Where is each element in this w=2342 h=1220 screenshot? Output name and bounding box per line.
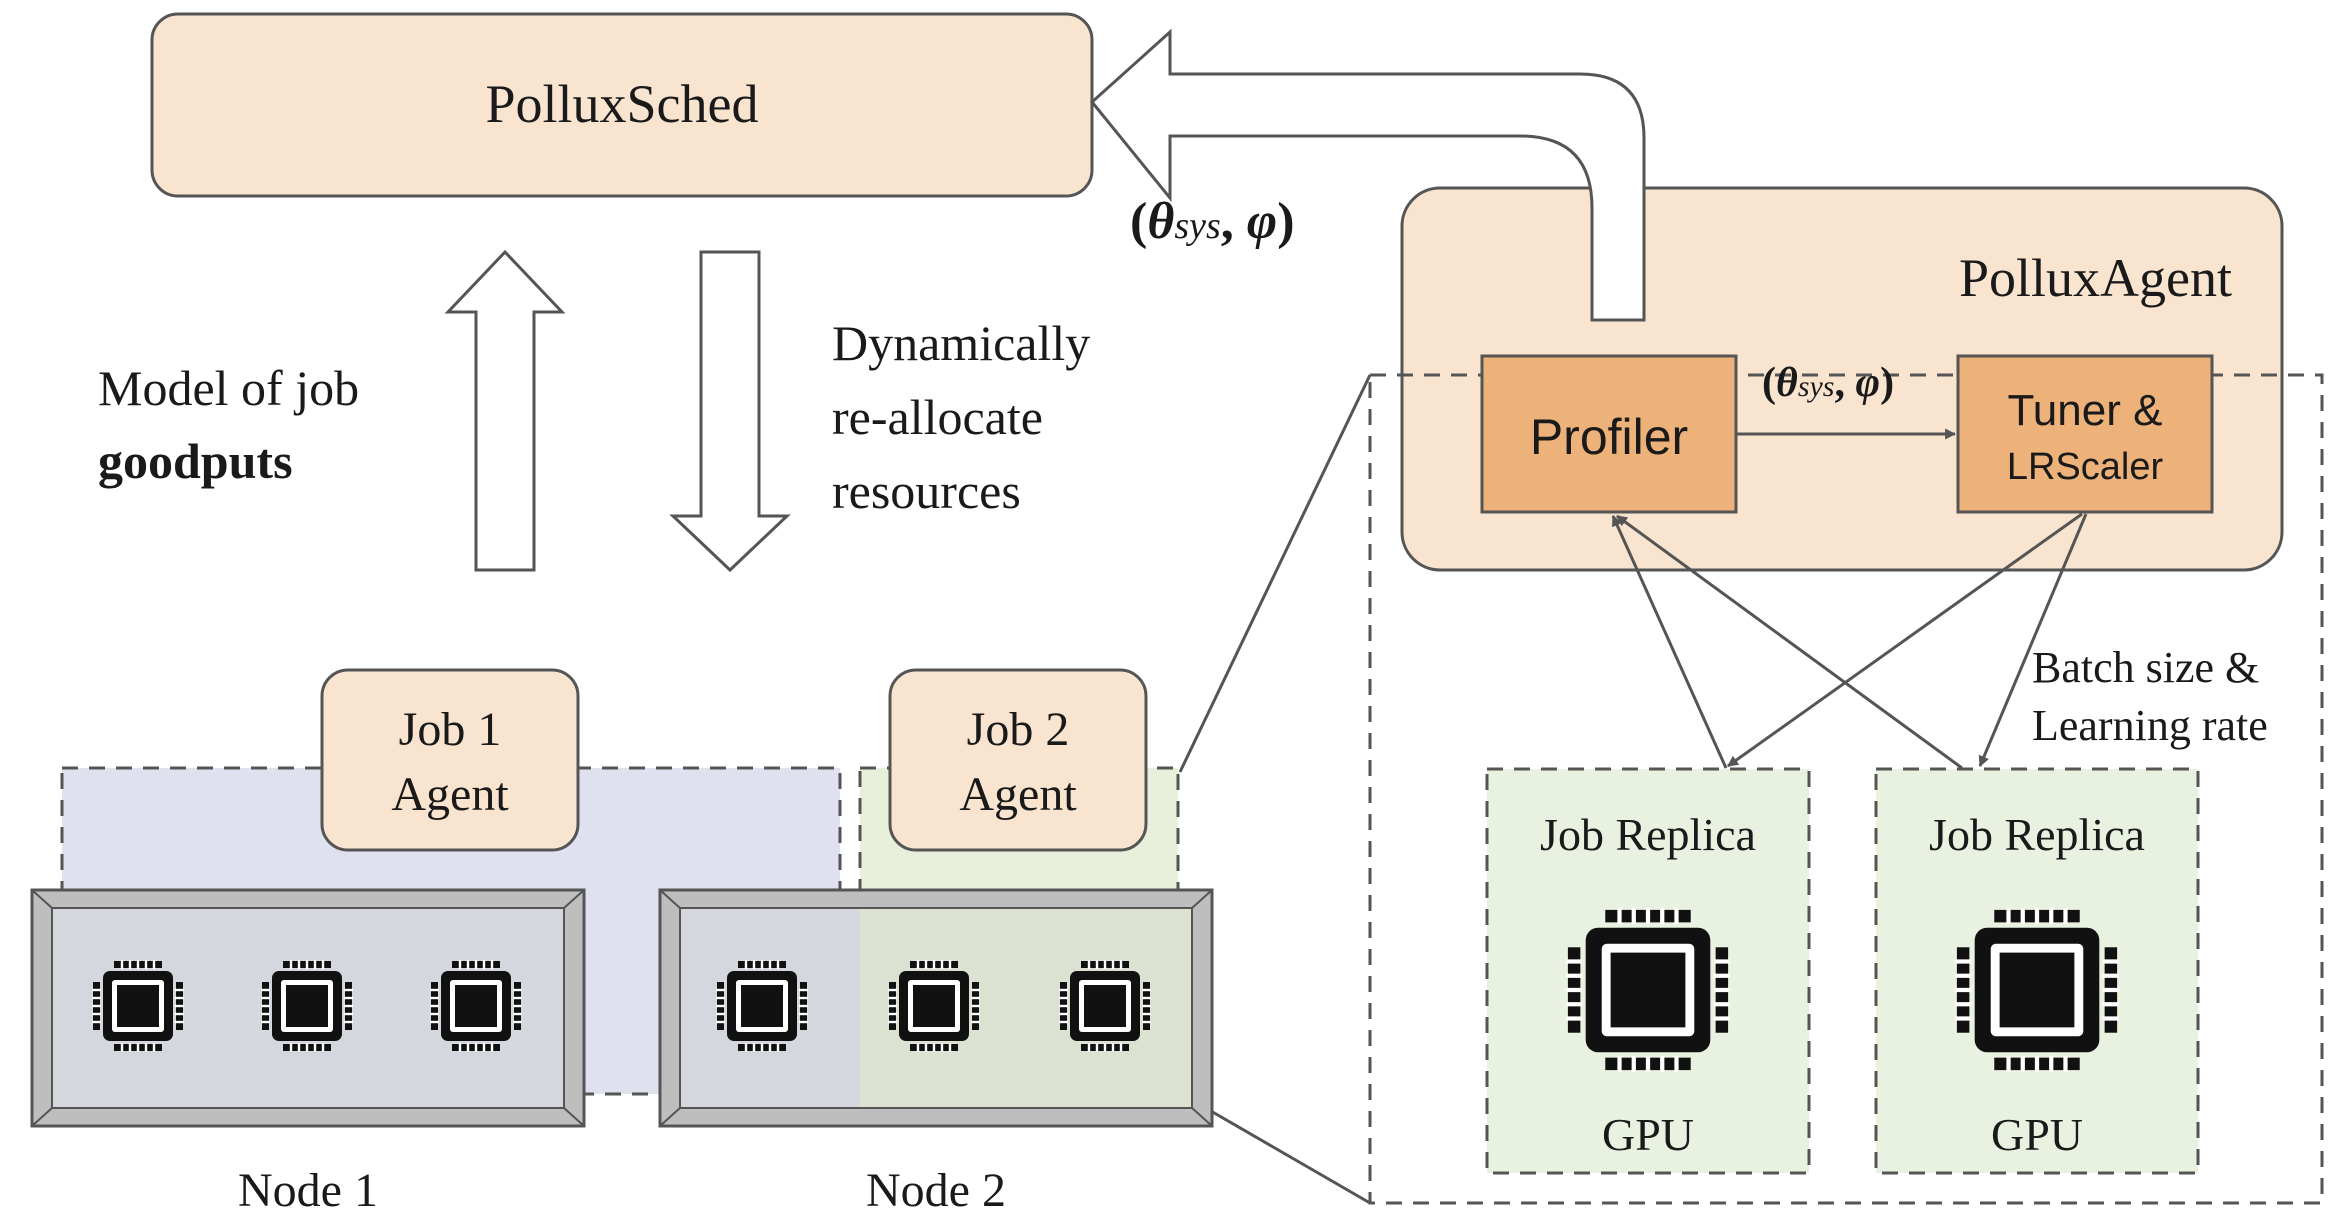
tuner-to-replica1-arrow: [1727, 512, 2083, 768]
node-2-label: Node 2: [866, 1164, 1006, 1217]
zoom-line-top: [1178, 374, 1372, 773]
pollux-agent-title: PolluxAgent: [1959, 248, 2232, 308]
tuner-box: [1956, 354, 2214, 514]
gpu-chip-icon-node1-b: [259, 958, 355, 1054]
goodput-text-line1: Model of job: [98, 360, 359, 416]
up-arrow-icon: [444, 249, 566, 572]
job-replica-title-2: Job Replica: [1929, 809, 2145, 860]
down-arrow-icon: [669, 250, 791, 573]
node-1-label: Node 1: [238, 1164, 378, 1217]
gpu-chip-icon-replica-2: [1955, 908, 2119, 1072]
feedback-label-line1: Batch size &: [2032, 643, 2259, 692]
gpu-chip-icon-node1-c: [428, 958, 524, 1054]
job2-agent-line2: Agent: [959, 768, 1077, 821]
job1-agent-line1: Job 1: [399, 703, 502, 756]
scheduler-label: PolluxSched: [485, 74, 758, 134]
gpu-chip-icon-replica-1: [1566, 908, 1730, 1072]
reallocate-text-line1: Dynamically: [832, 315, 1090, 371]
tuner-label-line2: LRScaler: [2007, 446, 2164, 488]
job1-agent-box: [320, 668, 580, 852]
replica2-to-profiler-arrow: [1616, 514, 1963, 770]
sched-input-label: (θsys, φ): [1130, 193, 1295, 250]
scheduler-box: [150, 12, 1094, 198]
zoom-region: [1368, 373, 2324, 1205]
job-replica-device-1: GPU: [1602, 1109, 1694, 1160]
job1-agent-line2: Agent: [391, 768, 509, 821]
gpu-chip-icon-node2-b: [886, 958, 982, 1054]
gpu-chip-icon-node2-a: [714, 958, 810, 1054]
tuner-to-replica2-arrow: [1978, 513, 2088, 768]
job-replica-title-1: Job Replica: [1540, 809, 1756, 860]
job2-agent-box: [888, 668, 1148, 852]
profiler-label: Profiler: [1530, 409, 1688, 465]
reallocate-text-line3: resources: [832, 463, 1021, 519]
goodput-text-line2: goodputs: [98, 433, 293, 489]
tuner-label-line1: Tuner &: [2008, 386, 2163, 435]
job-replica-device-2: GPU: [1991, 1109, 2083, 1160]
gpu-chip-icon-node1-a: [90, 958, 186, 1054]
gpu-chip-icon-node2-c: [1057, 958, 1153, 1054]
feedback-label-line2: Learning rate: [2032, 701, 2268, 750]
reallocate-text-line2: re-allocate: [832, 389, 1043, 445]
profiler-box: [1480, 354, 1738, 514]
job2-agent-line1: Job 2: [967, 703, 1070, 756]
replica1-to-profiler-arrow: [1611, 514, 1728, 769]
agent-edge-label: (θsys, φ): [1762, 360, 1894, 406]
feedback-curved-arrow-icon: [1089, 28, 1646, 322]
